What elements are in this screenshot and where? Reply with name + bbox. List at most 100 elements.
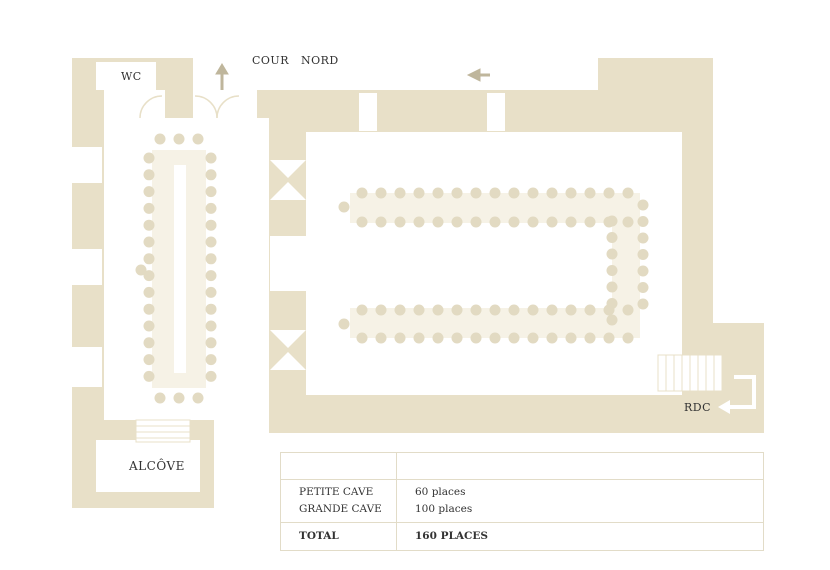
chair <box>432 304 444 316</box>
chair <box>205 286 217 298</box>
chair <box>546 304 558 316</box>
chair <box>603 187 615 199</box>
building-walls <box>72 58 764 508</box>
chair <box>205 253 217 265</box>
chair <box>356 216 368 228</box>
rdc-label: RDC <box>684 401 712 414</box>
chair <box>508 216 520 228</box>
petite-cave-value: 60 places <box>415 486 466 498</box>
chair <box>565 332 577 344</box>
chair <box>565 187 577 199</box>
chair <box>527 216 539 228</box>
chair <box>205 337 217 349</box>
doors <box>139 95 240 119</box>
chair <box>606 215 618 227</box>
table-divider <box>281 522 763 523</box>
chair <box>205 169 217 181</box>
chair <box>470 216 482 228</box>
chair <box>135 264 147 276</box>
chair <box>143 337 155 349</box>
cour-nord-label: COUR NORD <box>252 54 339 67</box>
chair <box>432 187 444 199</box>
chair <box>527 187 539 199</box>
chair <box>375 187 387 199</box>
chair <box>192 392 204 404</box>
chair <box>470 332 482 344</box>
chair <box>205 202 217 214</box>
chair <box>637 265 649 277</box>
chair <box>637 199 649 211</box>
chair <box>413 187 425 199</box>
chair <box>375 332 387 344</box>
chair <box>622 304 634 316</box>
chair <box>606 248 618 260</box>
chair <box>637 232 649 244</box>
chair <box>606 232 618 243</box>
chair <box>205 370 217 382</box>
chair <box>489 304 501 316</box>
chair <box>606 314 618 326</box>
chair <box>143 202 155 214</box>
chair <box>338 318 350 330</box>
petite-cave-name: PETITE CAVE <box>299 486 374 498</box>
chair <box>143 152 155 164</box>
chair <box>143 320 155 332</box>
chair <box>143 186 155 198</box>
chair <box>192 133 204 145</box>
chair <box>205 354 217 366</box>
chair <box>205 186 217 198</box>
chair <box>584 187 596 199</box>
total-value: 160 PLACES <box>415 530 488 542</box>
chair <box>527 304 539 316</box>
chairs <box>135 133 649 404</box>
chair <box>565 216 577 228</box>
chair <box>451 304 463 316</box>
chair <box>508 332 520 344</box>
chair <box>143 169 155 181</box>
stairs <box>135 354 723 443</box>
chair <box>143 253 155 265</box>
chair <box>356 332 368 344</box>
total-name: TOTAL <box>299 530 339 542</box>
chair <box>394 332 406 344</box>
chair <box>622 332 634 344</box>
grande-cave-value: 100 places <box>415 503 473 515</box>
chair <box>546 216 558 228</box>
chair <box>205 219 217 231</box>
grande-cave-name: GRANDE CAVE <box>299 503 382 515</box>
chair <box>154 133 166 145</box>
chair <box>637 216 649 227</box>
chair <box>205 152 217 164</box>
chair <box>205 303 217 315</box>
chair <box>394 187 406 199</box>
chair <box>205 270 217 282</box>
chair <box>546 187 558 199</box>
chair <box>489 216 501 228</box>
chair <box>338 201 350 213</box>
chair <box>565 304 577 316</box>
chair <box>143 370 155 382</box>
chair <box>173 133 185 145</box>
chair <box>546 332 558 344</box>
chair <box>603 332 615 344</box>
alcove-label: ALCÔVE <box>129 459 185 473</box>
chair <box>489 332 501 344</box>
chair <box>413 216 425 228</box>
chair <box>637 282 649 293</box>
chair <box>432 216 444 228</box>
chair <box>584 304 596 316</box>
chair <box>356 187 368 199</box>
chair <box>394 216 406 228</box>
chair <box>143 286 155 298</box>
wc-label: WC <box>121 70 142 83</box>
chair <box>205 320 217 332</box>
chair <box>606 298 618 309</box>
chair <box>154 392 166 404</box>
direction-arrows <box>215 63 756 414</box>
chair <box>451 187 463 199</box>
chair <box>143 303 155 315</box>
chair <box>205 236 217 248</box>
chair <box>584 216 596 228</box>
chair <box>637 298 649 310</box>
